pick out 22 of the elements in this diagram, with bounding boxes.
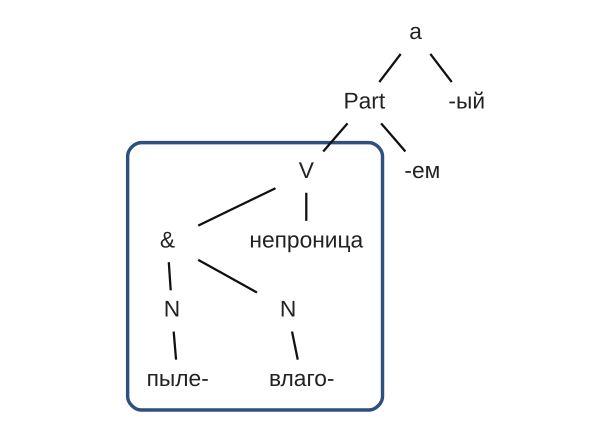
connector xyxy=(378,53,402,83)
node-text: & xyxy=(160,226,176,252)
node-text: влаго- xyxy=(268,365,335,392)
connector xyxy=(429,53,453,83)
node-text: N xyxy=(280,296,296,322)
connector xyxy=(305,192,308,221)
connector xyxy=(290,331,299,360)
node-text: -ый xyxy=(448,87,486,114)
node-text: непроница xyxy=(249,226,364,252)
connector xyxy=(172,331,178,360)
connector xyxy=(168,262,172,290)
connector xyxy=(322,122,348,152)
connector xyxy=(198,258,258,294)
node-text: пыле- xyxy=(146,365,209,392)
node-text: N xyxy=(164,296,180,322)
node-text: Part xyxy=(343,87,386,114)
connector xyxy=(198,187,276,227)
cluster xyxy=(126,140,384,412)
node-text: -ем xyxy=(404,156,440,183)
node-text: а xyxy=(409,18,422,44)
connector xyxy=(380,122,406,152)
node-text: V xyxy=(298,156,314,183)
